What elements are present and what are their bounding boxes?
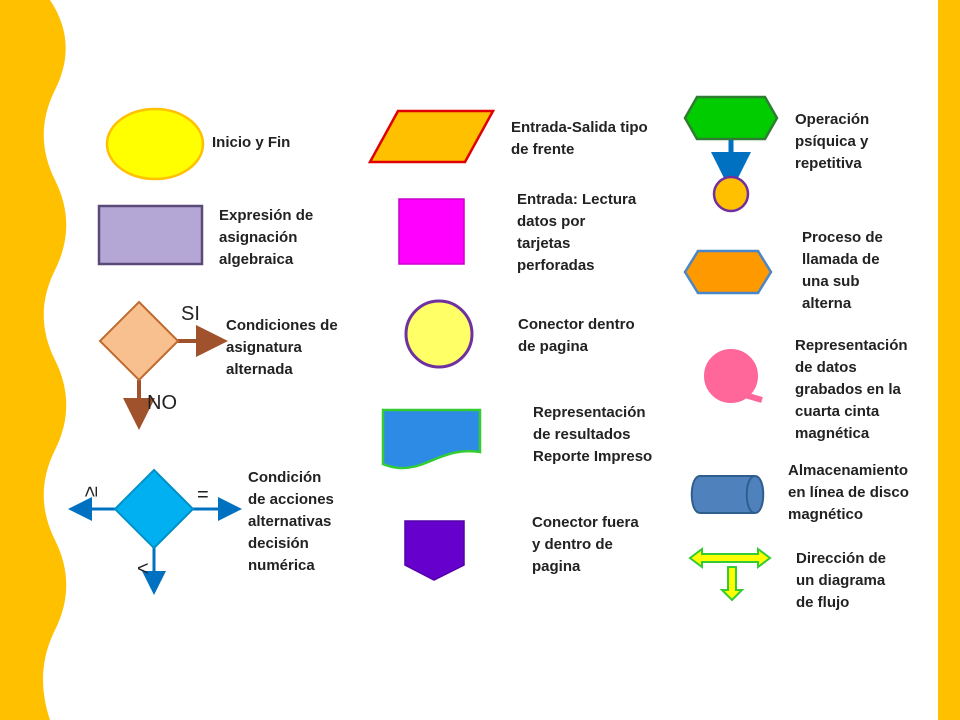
square-card-icon xyxy=(398,198,465,265)
hexagon-subroutine-icon xyxy=(683,249,773,295)
label-conector-fuera: Conector fuera y dentro de pagina xyxy=(532,514,639,575)
diamond-decision-icon xyxy=(98,300,228,430)
label-entrada-salida: Entrada-Salida tipo de frente xyxy=(511,119,648,158)
label-sub-alterna: Proceso de llamada de una sub alterna xyxy=(802,229,883,312)
label-conector-dentro: Conector dentro de pagina xyxy=(518,316,635,355)
label-decision: Condición de acciones alternativas decis… xyxy=(248,469,334,574)
label-operacion: Operación psíquica y repetitiva xyxy=(795,111,870,172)
label-asignacion: Expresión de asignación algebraica xyxy=(219,207,314,268)
label-lectura: Entrada: Lectura datos por tarjetas perf… xyxy=(517,191,637,274)
flow-direction-icon xyxy=(688,547,772,602)
hexagon-loop-icon xyxy=(683,95,779,213)
parallelogram-io-icon xyxy=(367,109,496,164)
right-frame-strip xyxy=(938,0,960,720)
circle-connector-icon xyxy=(404,299,474,369)
document-icon xyxy=(381,408,482,470)
label-condiciones: Condiciones de asignatura alternada xyxy=(226,317,338,378)
label-mayor-igual: ≥ xyxy=(79,486,102,497)
label-no: NO xyxy=(147,392,177,414)
label-menor: < xyxy=(137,558,149,580)
disk-storage-icon xyxy=(690,475,765,514)
rectangle-process-icon xyxy=(97,204,204,266)
label-igual: = xyxy=(197,484,209,506)
label-disco: Almacenamiento en línea de disco magnéti… xyxy=(788,462,909,523)
left-wavy-frame xyxy=(0,0,67,720)
ellipse-terminal-icon xyxy=(105,107,205,181)
label-inicio-fin: Inicio y Fin xyxy=(212,134,291,151)
offpage-connector-icon xyxy=(404,520,465,581)
magnetic-tape-icon xyxy=(704,349,763,403)
label-si: SI xyxy=(181,303,200,325)
label-reporte: Representación de resultados Reporte Imp… xyxy=(533,404,653,465)
diamond-numeric-decision-icon xyxy=(68,468,242,595)
label-direccion: Dirección de un diagrama de flujo xyxy=(796,550,887,611)
label-cinta: Representación de datos grabados en la c… xyxy=(795,337,908,442)
